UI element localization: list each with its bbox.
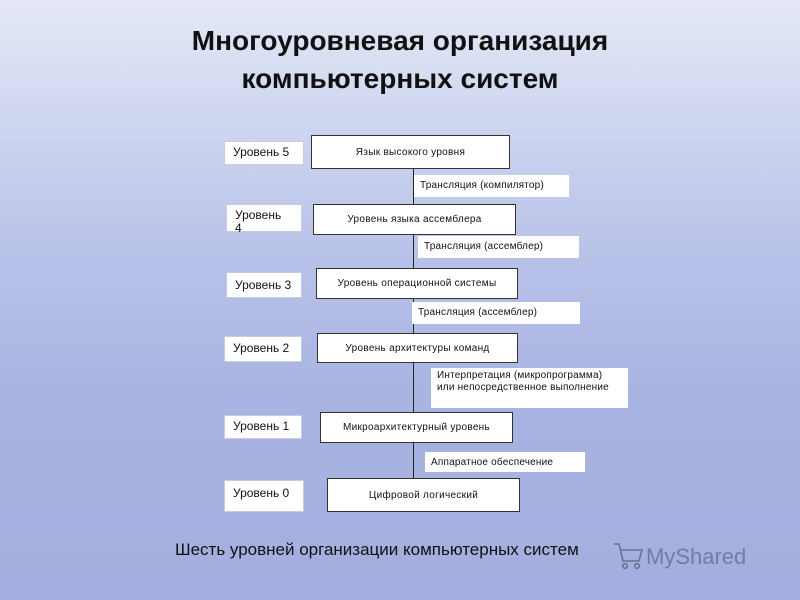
level-box-2: Уровень архитектуры команд <box>317 333 518 363</box>
transition-annotation-4-3: Трансляция (ассемблер) <box>418 236 579 258</box>
level-label-2: Уровень 2 <box>224 336 302 362</box>
level-box-5: Язык высокого уровня <box>311 135 510 169</box>
transition-annotation-5-4: Трансляция (компилятор) <box>414 175 569 197</box>
level-label-3: Уровень 3 <box>226 272 302 298</box>
slide-title-line2: компьютерных систем <box>241 63 559 94</box>
transition-annotation-3-2: Трансляция (ассемблер) <box>412 302 580 324</box>
level-box-4: Уровень языка ассемблера <box>313 204 516 235</box>
level-box-0: Цифровой логический <box>327 478 520 512</box>
level-box-1: Микроархитектурный уровень <box>320 412 513 443</box>
level-label-4: Уровень 4 <box>226 204 302 235</box>
slide-title: Многоуровневая организация компьютерных … <box>0 22 800 98</box>
slide-caption: Шесть уровней организации компьютерных с… <box>175 540 579 559</box>
vertical-connector-line <box>413 168 414 481</box>
level-label-5: Уровень 5 <box>224 141 304 165</box>
transition-annotation-2-1: Интерпретация (микропрограмма) или непос… <box>431 368 628 408</box>
level-label-0: Уровень 0 <box>224 480 304 512</box>
transition-annotation-1-0: Аппаратное обеспечение <box>425 452 585 472</box>
myshared-watermark-logo: MyShared <box>614 543 746 570</box>
level-box-3: Уровень операционной системы <box>316 268 518 299</box>
svg-text:MyShared: MyShared <box>646 544 746 569</box>
level-label-1: Уровень 1 <box>224 415 302 439</box>
slide-title-line1: Многоуровневая организация <box>191 25 609 56</box>
